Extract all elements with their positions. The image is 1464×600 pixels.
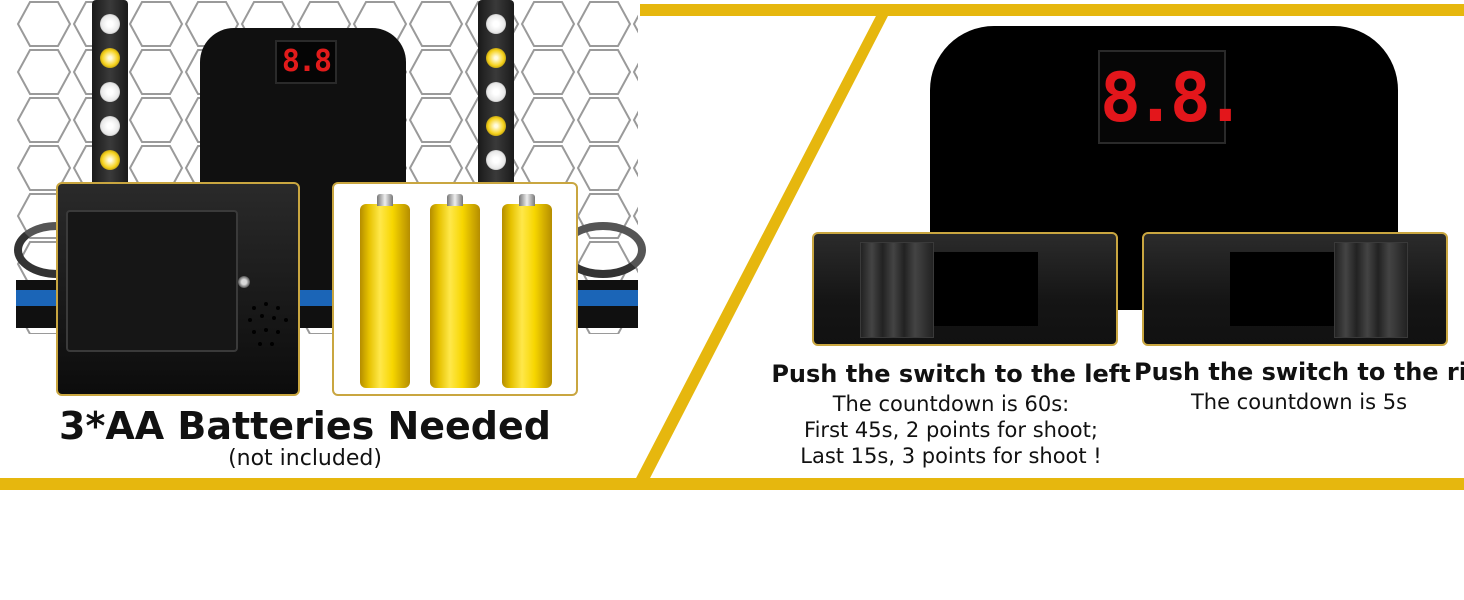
gold-frame-bottom <box>0 478 1464 490</box>
left-switch-line2: First 45s, 2 points for shoot; <box>804 418 1098 442</box>
right-switch-line1: The countdown is 5s <box>1190 390 1408 414</box>
battery-compartment-cover <box>56 182 300 396</box>
left-switch-title: Push the switch to the left <box>771 360 1131 388</box>
switch-knob-icon <box>1334 242 1408 338</box>
switch-right-position <box>1142 232 1448 346</box>
switch-left-position <box>812 232 1118 346</box>
small-score-display: 8.8 <box>275 40 337 84</box>
aa-battery-icon <box>430 194 480 388</box>
aa-batteries-box <box>332 182 578 396</box>
large-score-display: 8.8. <box>1098 50 1246 144</box>
left-switch-line1: The countdown is 60s: <box>832 392 1070 416</box>
switch-knob-icon <box>860 242 934 338</box>
switch-slot <box>1230 252 1334 326</box>
gold-frame-top <box>640 4 1464 16</box>
aa-battery-icon <box>360 194 410 388</box>
right-switch-title: Push the switch to the right <box>1134 358 1464 386</box>
screw-icon <box>238 276 250 288</box>
batteries-subtitle: (not included) <box>228 446 382 471</box>
battery-door <box>66 210 238 352</box>
aa-battery-icon <box>502 194 552 388</box>
switch-slot <box>934 252 1038 326</box>
batteries-title: 3*AA Batteries Needed <box>59 404 551 448</box>
speaker-grille-icon <box>246 302 296 352</box>
left-switch-line3: Last 15s, 3 points for shoot ! <box>800 444 1102 468</box>
